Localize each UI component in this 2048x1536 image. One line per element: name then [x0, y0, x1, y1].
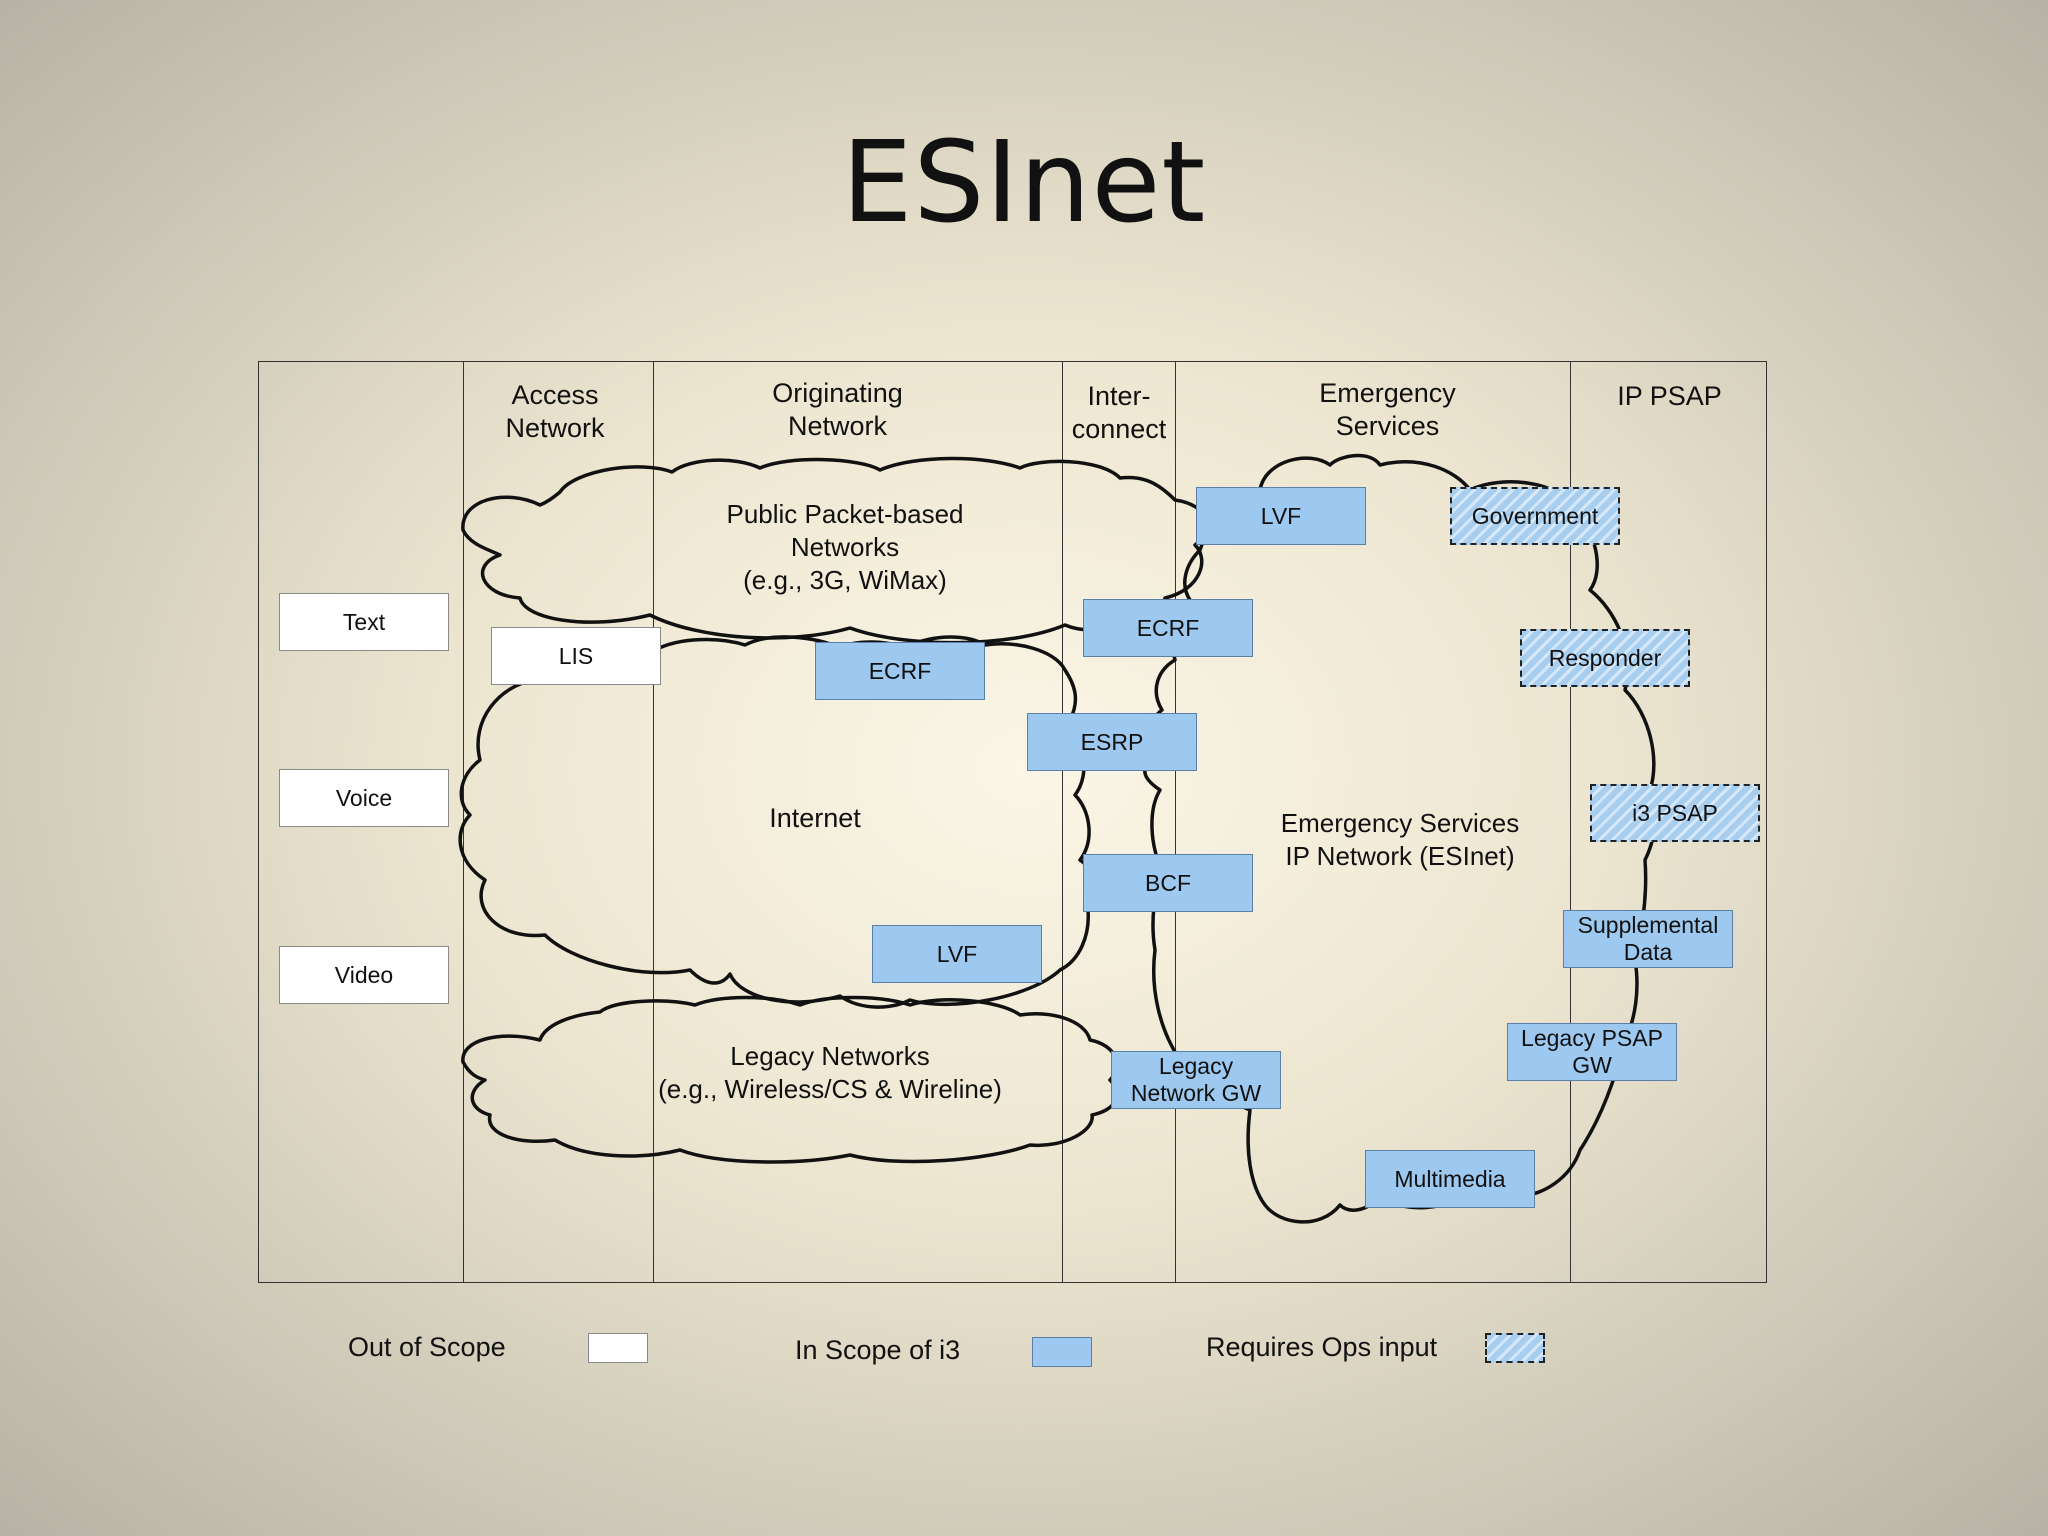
- supplemental-data-box: Supplemental Data: [1563, 910, 1733, 968]
- legend-in-scope-label: In Scope of i3: [795, 1335, 961, 1365]
- legacy-networks-label: Legacy Networks (e.g., Wireless/CS & Wir…: [658, 1041, 1002, 1104]
- column-header-originating-network: Originating Network: [772, 378, 903, 441]
- internet-label: Internet: [769, 803, 861, 833]
- lane-divider: [653, 361, 654, 1283]
- column-header-ip-psap: IP PSAP: [1617, 381, 1722, 411]
- multimedia-box: Multimedia: [1365, 1150, 1535, 1208]
- column-header-emergency-services: Emergency Services: [1319, 378, 1456, 441]
- media-video-box: Video: [279, 946, 449, 1004]
- responder-box: Responder: [1520, 629, 1690, 687]
- media-voice-box: Voice: [279, 769, 449, 827]
- lane-divider: [1062, 361, 1063, 1283]
- ecrf-originating-box: ECRF: [815, 642, 985, 700]
- esinet-label: Emergency Services IP Network (ESInet): [1280, 808, 1520, 871]
- lane-divider: [1570, 361, 1571, 1283]
- slide-title: ESInet: [841, 118, 1207, 248]
- legend-requires-ops-swatch: [1485, 1333, 1545, 1363]
- legend-out-of-scope-label: Out of Scope: [348, 1332, 506, 1362]
- legend-requires-ops-label: Requires Ops input: [1206, 1332, 1438, 1362]
- diagram-frame: [258, 361, 1767, 1283]
- bcf-box: BCF: [1083, 854, 1253, 912]
- government-box: Government: [1450, 487, 1620, 545]
- legend-in-scope-swatch: [1032, 1337, 1092, 1367]
- legend-out-of-scope-swatch: [588, 1333, 648, 1363]
- esrp-box: ESRP: [1027, 713, 1197, 771]
- column-header-access-network: Access Network: [505, 380, 605, 443]
- i3-psap-box: i3 PSAP: [1590, 784, 1760, 842]
- lane-divider: [1175, 361, 1176, 1283]
- legacy-psap-gw-box: Legacy PSAP GW: [1507, 1023, 1677, 1081]
- legacy-network-gw-box: Legacy Network GW: [1111, 1051, 1281, 1109]
- public-networks-label: Public Packet-based Networks (e.g., 3G, …: [726, 499, 964, 595]
- lis-box: LIS: [491, 627, 661, 685]
- public-networks-cloud: [461, 456, 1209, 645]
- media-text-box: Text: [279, 593, 449, 651]
- lvf-originating-box: LVF: [872, 925, 1042, 983]
- ecrf-interconnect-box: ECRF: [1083, 599, 1253, 657]
- column-header-interconnect: Inter- connect: [1071, 381, 1167, 444]
- lvf-emergency-box: LVF: [1196, 487, 1366, 545]
- legacy-networks-cloud: [461, 995, 1119, 1164]
